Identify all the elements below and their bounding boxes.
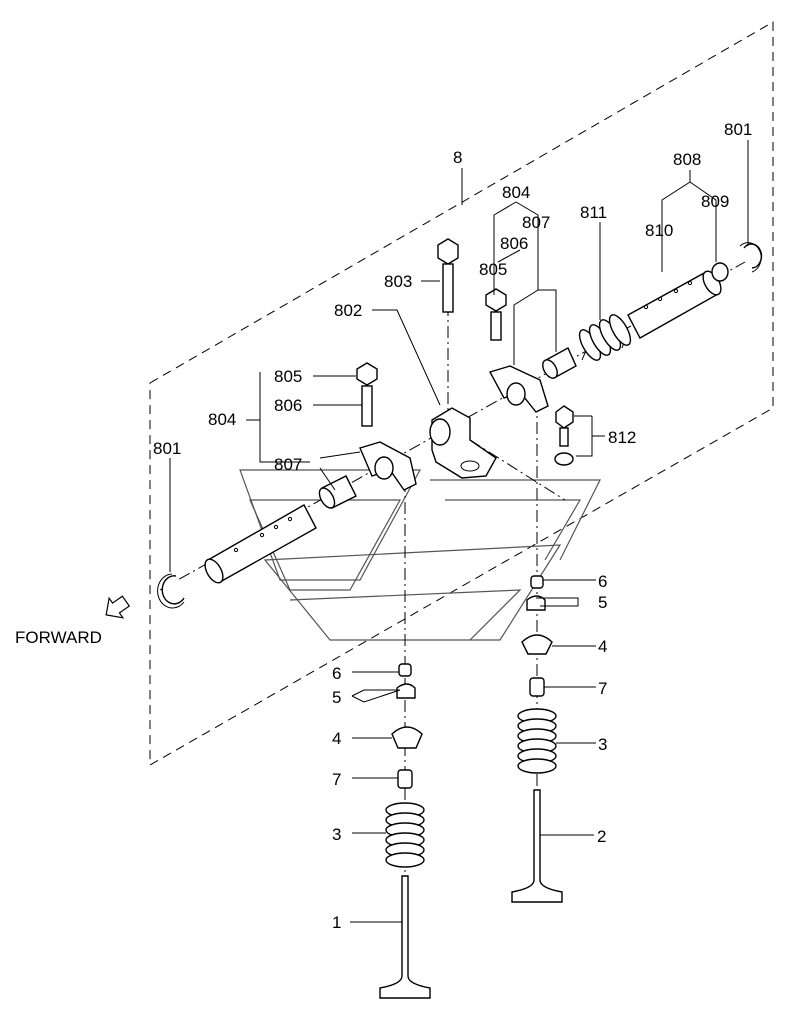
bushing-807-left bbox=[318, 475, 357, 509]
valve-right bbox=[511, 789, 563, 903]
forward-indicator: FORWARD bbox=[15, 595, 131, 647]
label-3-left: 3 bbox=[332, 825, 341, 844]
label-807-left: 807 bbox=[274, 455, 302, 474]
valve-left bbox=[379, 875, 431, 999]
adjust-screw-right bbox=[485, 288, 507, 341]
label-807-top: 807 bbox=[522, 213, 550, 232]
label-806-left: 806 bbox=[274, 396, 302, 415]
right-valve-stack bbox=[511, 575, 563, 903]
label-6-left: 6 bbox=[332, 664, 341, 683]
label-5-left: 5 bbox=[332, 688, 341, 707]
rocker-arm-right bbox=[488, 365, 549, 413]
bolt-803 bbox=[437, 238, 459, 313]
leader-lines bbox=[169, 140, 749, 923]
label-4-right: 4 bbox=[598, 637, 607, 656]
label-5-right: 5 bbox=[598, 593, 607, 612]
assembly-boundary bbox=[149, 21, 774, 766]
label-806-top: 806 bbox=[500, 234, 528, 253]
label-7-right: 7 bbox=[598, 679, 607, 698]
label-8: 8 bbox=[453, 148, 462, 167]
label-3-right: 3 bbox=[598, 735, 607, 754]
bolt-812 bbox=[554, 405, 574, 466]
label-810: 810 bbox=[645, 221, 673, 240]
forward-arrow-icon bbox=[105, 595, 131, 619]
adjust-screw-left bbox=[356, 362, 378, 427]
label-1-left: 1 bbox=[332, 913, 341, 932]
label-803: 803 bbox=[384, 272, 412, 291]
label-808: 808 bbox=[673, 150, 701, 169]
label-801-left: 801 bbox=[153, 439, 181, 458]
bushing-807-right bbox=[542, 347, 577, 379]
valve-spring-left bbox=[385, 802, 425, 868]
snap-ring-left bbox=[157, 573, 185, 609]
background-outline bbox=[239, 469, 601, 641]
valve-spring-right bbox=[517, 708, 557, 774]
label-801-right: 801 bbox=[724, 120, 752, 139]
center-axes bbox=[159, 260, 746, 880]
rocker-shaft-left bbox=[204, 504, 317, 584]
label-812: 812 bbox=[608, 428, 636, 447]
left-valve-stack bbox=[379, 663, 431, 999]
rocker-shaft-right bbox=[627, 270, 722, 339]
label-7-left: 7 bbox=[332, 770, 341, 789]
label-4-left: 4 bbox=[332, 729, 341, 748]
label-805-left: 805 bbox=[274, 367, 302, 386]
snap-ring-right bbox=[739, 242, 763, 273]
part-labels: 8 801 801 808 809 810 811 804 807 806 80… bbox=[153, 120, 752, 932]
collar-809 bbox=[711, 262, 729, 282]
label-6-right: 6 bbox=[598, 572, 607, 591]
rocker-arm-left bbox=[359, 441, 417, 491]
rocker-support-802 bbox=[429, 407, 497, 479]
label-2-right: 2 bbox=[597, 827, 606, 846]
label-811: 811 bbox=[580, 203, 607, 222]
label-804-top: 804 bbox=[502, 183, 530, 202]
label-805-top: 805 bbox=[479, 260, 507, 279]
label-804-left: 804 bbox=[208, 410, 236, 429]
label-802: 802 bbox=[334, 301, 362, 320]
forward-label: FORWARD bbox=[15, 628, 102, 647]
label-809: 809 bbox=[701, 192, 729, 211]
rocker-spring-811 bbox=[578, 314, 632, 361]
